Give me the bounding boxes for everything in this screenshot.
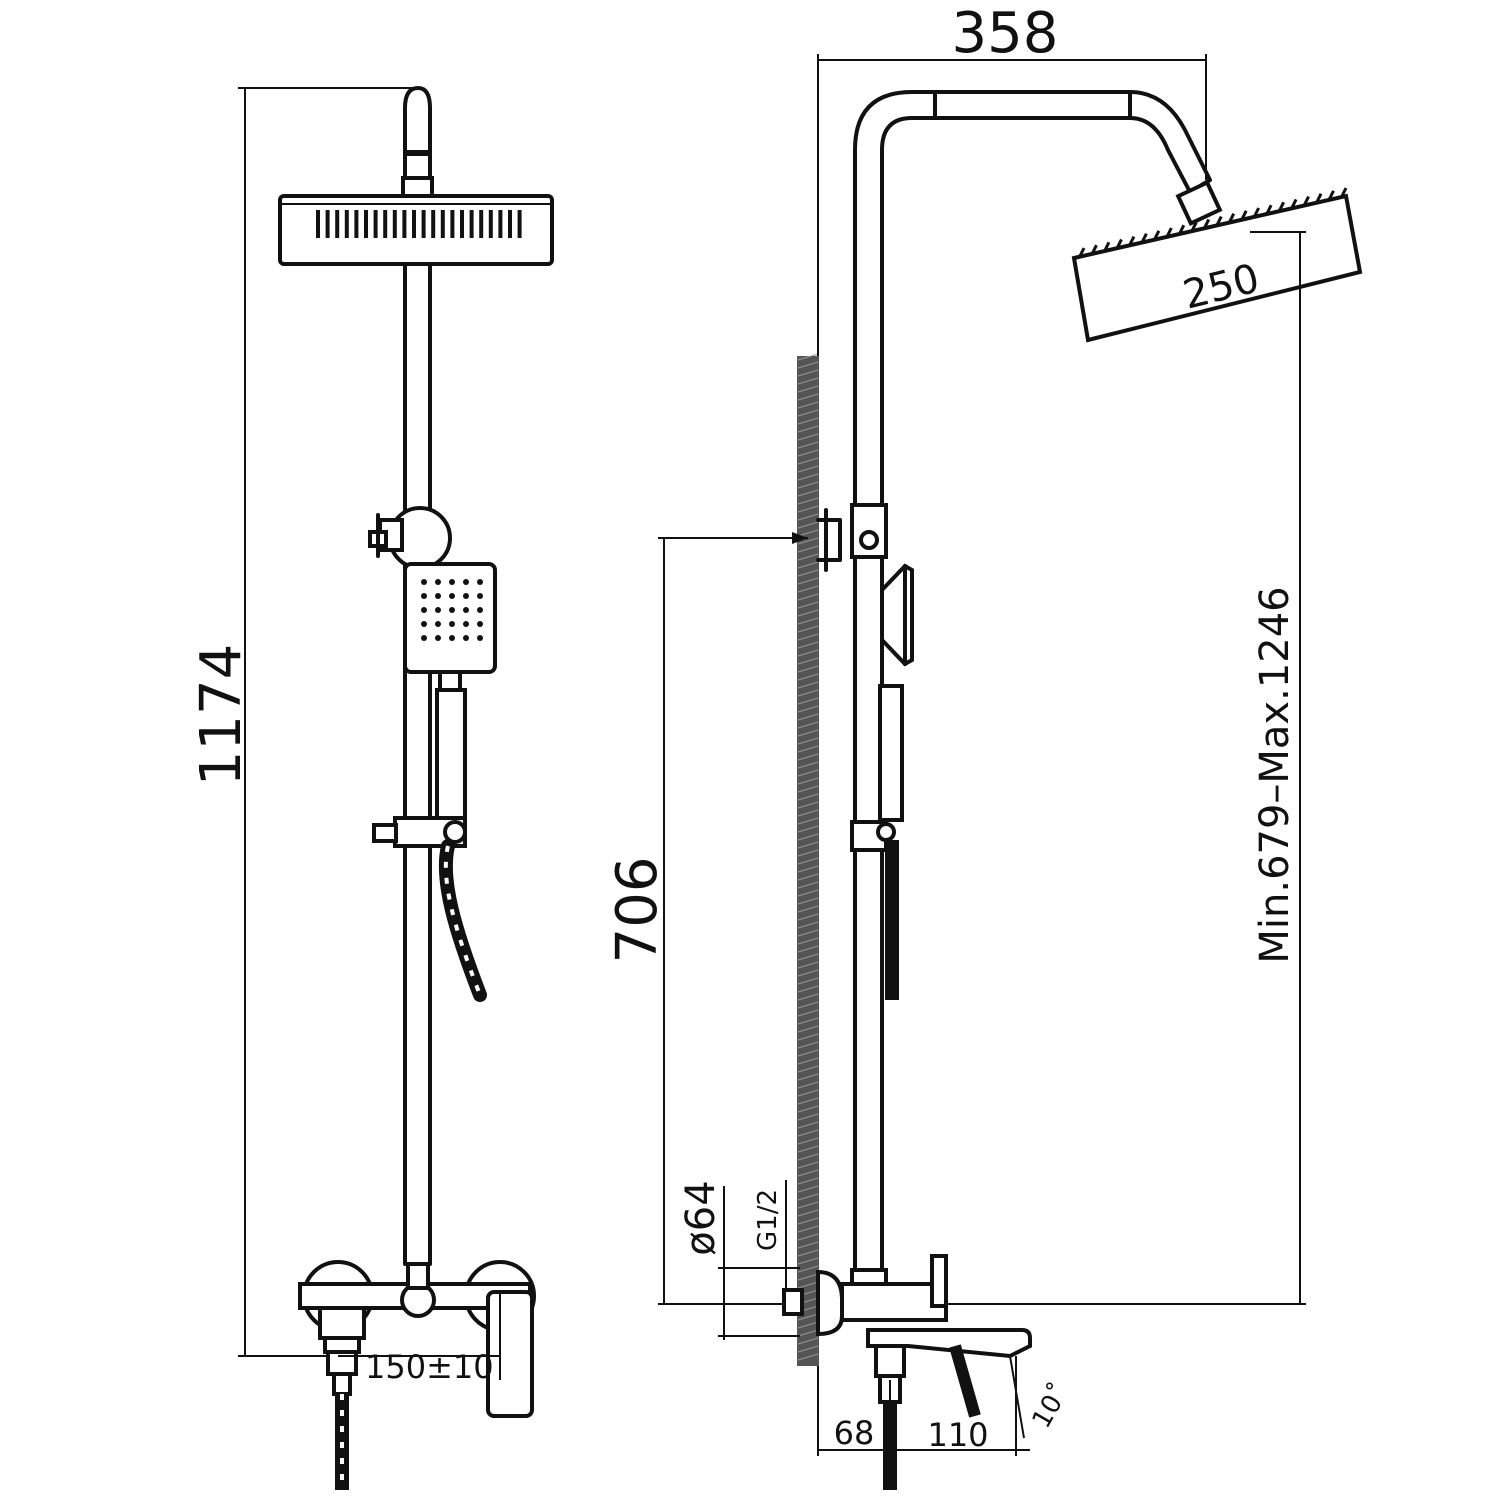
side-view: 358 250 706 [605, 1, 1363, 1490]
front-mixer [298, 1260, 536, 1418]
hand-nozzle-dot [421, 621, 427, 627]
hand-nozzle-dot [449, 593, 455, 599]
hand-nozzle-dot [435, 593, 441, 599]
bracket-height-dimension: 706 [605, 532, 808, 1305]
wall-offset-label: 68 [834, 1414, 875, 1452]
front-upper-bracket [368, 506, 452, 570]
hand-nozzle-dot [421, 607, 427, 613]
hand-nozzle-dot [449, 579, 455, 585]
hand-nozzle-dot [463, 579, 469, 585]
hand-nozzle-dot [421, 593, 427, 599]
bracket-height-label: 706 [605, 857, 670, 964]
thread-label: G1/2 [753, 1189, 783, 1251]
mixer-spacing-dimension: 150±10 [338, 1290, 501, 1386]
adjustable-range-label: Min.679–Max.1246 [1252, 586, 1298, 963]
spout-angle-label: 10˚ [1027, 1379, 1076, 1434]
bottom-dimensions: 68 110 10˚ [817, 1355, 1076, 1456]
rail-projection-dimension: 358 [817, 1, 1207, 356]
hand-nozzle-dot [477, 635, 483, 641]
hand-nozzle-dot [449, 607, 455, 613]
flange-dimension: ø64 [678, 1180, 800, 1340]
hand-nozzle-dot [463, 607, 469, 613]
hand-shower-side [850, 563, 914, 1000]
flange-diameter-label: ø64 [678, 1180, 724, 1255]
hand-nozzle-dot [463, 621, 469, 627]
front-riser-pipe [403, 262, 432, 1266]
rain-head-front [278, 194, 554, 266]
hand-nozzle-dot [435, 579, 441, 585]
front-hose [438, 839, 487, 1002]
overall-height-label: 1174 [189, 644, 254, 787]
side-upper-bracket [816, 503, 888, 572]
hand-nozzle-dot [435, 607, 441, 613]
front-view: 1174 [189, 86, 554, 1490]
hand-nozzle-dot [463, 635, 469, 641]
hand-nozzle-dot [477, 621, 483, 627]
hand-nozzle-dot [449, 635, 455, 641]
hand-nozzle-dot [435, 621, 441, 627]
hand-nozzle-dot [477, 593, 483, 599]
hand-nozzle-dot [463, 593, 469, 599]
side-riser-and-arm [853, 90, 1212, 1272]
front-lower-holder [372, 816, 467, 848]
hand-nozzle-dot [477, 579, 483, 585]
hand-nozzle-dot [449, 621, 455, 627]
front-top-arm [403, 86, 432, 182]
hand-nozzle-dot [421, 579, 427, 585]
rail-projection-label: 358 [952, 1, 1059, 66]
adjustable-range-dimension: Min.679–Max.1246 [880, 231, 1306, 1305]
spout-length-label: 110 [927, 1416, 988, 1454]
hand-nozzle-dot [435, 635, 441, 641]
overall-height-dimension: 1174 [189, 87, 420, 1357]
side-mixer [782, 1254, 1032, 1490]
mixer-spacing-label: 150±10 [365, 1348, 494, 1386]
hand-nozzle-dot [421, 635, 427, 641]
hand-nozzle-dot [477, 607, 483, 613]
hand-shower-front [403, 562, 497, 820]
